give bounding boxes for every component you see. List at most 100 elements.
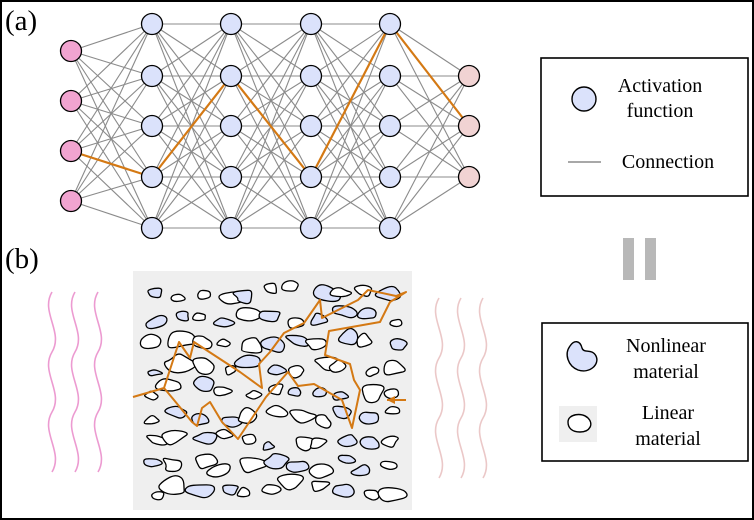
legend-a: Activation function Connection — [540, 57, 749, 197]
linear-inclusion — [239, 457, 269, 474]
linear-inclusion — [192, 312, 206, 322]
nonlinear-inclusion — [356, 307, 377, 320]
input-node — [59, 89, 83, 113]
input-node — [59, 189, 83, 213]
linear-inclusion — [311, 480, 331, 492]
connection-line — [70, 23, 153, 52]
linear-material-icon — [567, 413, 592, 433]
nonlinear-inclusion — [285, 460, 310, 473]
hidden-node — [299, 165, 323, 189]
linear-inclusion — [379, 460, 398, 471]
connection-line — [151, 23, 232, 178]
nonlinear-inclusion — [175, 310, 190, 322]
output-waves — [434, 297, 488, 479]
nonlinear-inclusion — [350, 464, 371, 477]
linear-inclusion — [281, 280, 299, 292]
hidden-node — [378, 12, 402, 36]
connection-line — [230, 23, 312, 178]
connection-line — [389, 75, 470, 127]
neural-network-diagram — [59, 12, 481, 240]
linear-inclusion — [158, 475, 185, 495]
hidden-node — [219, 216, 243, 240]
nonlinear-inclusion — [232, 289, 253, 305]
connection-line — [389, 23, 470, 77]
nonlinear-inclusion — [389, 338, 408, 351]
legend-connection: Connection — [622, 151, 714, 173]
connection-line — [70, 50, 153, 77]
hidden-node — [219, 12, 243, 36]
nonlinear-inclusion — [212, 317, 236, 328]
hidden-node — [140, 114, 164, 138]
nonlinear-inclusion — [262, 441, 276, 451]
hidden-node — [140, 12, 164, 36]
linear-inclusion — [356, 332, 373, 348]
linear-inclusion — [206, 463, 231, 478]
connection-line — [70, 23, 153, 102]
connection-line — [310, 23, 391, 229]
connection-line — [389, 75, 470, 178]
linear-inclusion — [241, 337, 263, 354]
linear-inclusion — [383, 359, 406, 376]
connection-line — [310, 23, 391, 127]
nonlinear-inclusion — [337, 434, 358, 448]
nonlinear-inclusion — [331, 483, 355, 498]
activation-function-icon — [571, 86, 597, 112]
hidden-node — [299, 216, 323, 240]
legend-linear-line1: Linear — [642, 402, 695, 424]
nonlinear-inclusion — [192, 375, 215, 393]
linear-inclusion — [276, 473, 305, 491]
linear-inclusion — [389, 318, 403, 328]
linear-inclusion — [197, 289, 212, 300]
panel-b-label: (b) — [5, 243, 39, 275]
linear-inclusion — [216, 338, 231, 348]
linear-inclusion — [143, 414, 160, 425]
linear-inclusion — [363, 489, 380, 501]
connection-line — [310, 23, 391, 77]
hidden-node — [140, 165, 164, 189]
highlighted-path — [70, 21, 470, 180]
nonlinear-inclusion — [184, 484, 216, 499]
connection-line — [70, 23, 153, 202]
nonlinear-inclusion — [337, 327, 359, 346]
linear-inclusion — [236, 486, 251, 498]
connection-line — [310, 176, 391, 229]
scattering-path — [132, 289, 407, 440]
linear-inclusion — [167, 330, 197, 349]
hidden-node — [140, 216, 164, 240]
nonlinear-inclusion — [145, 314, 168, 330]
linear-inclusion — [213, 386, 233, 397]
input-node — [59, 39, 83, 63]
linear-inclusion — [384, 405, 401, 415]
connection-line — [389, 176, 470, 229]
nonlinear-inclusion — [285, 334, 310, 347]
nonlinear-inclusion — [233, 354, 261, 369]
linear-inclusion — [195, 453, 219, 470]
hidden-node — [140, 64, 164, 88]
linear-inclusion — [261, 484, 282, 495]
linear-inclusion — [162, 457, 183, 473]
linear-inclusion — [377, 487, 408, 503]
connection-line — [70, 176, 153, 202]
linear-inclusion — [263, 282, 277, 295]
linear-inclusion — [170, 293, 186, 303]
connection-line — [151, 75, 232, 229]
equivalence-bars-icon — [623, 238, 656, 280]
nonlinear-inclusion — [287, 387, 302, 397]
nonlinear-inclusion — [258, 310, 281, 323]
linear-inclusion — [314, 414, 332, 429]
nonlinear-inclusion — [263, 452, 290, 470]
nonlinear-inclusion — [359, 436, 380, 450]
nonlinear-inclusion — [147, 369, 164, 377]
legend-a-box — [540, 57, 749, 197]
hidden-node — [299, 114, 323, 138]
input-node — [59, 139, 83, 163]
nonlinear-inclusion — [143, 458, 163, 468]
linear-inclusion — [295, 436, 315, 452]
linear-inclusion — [161, 429, 188, 446]
hidden-node — [378, 114, 402, 138]
input-waves — [47, 291, 103, 473]
connection-line — [230, 23, 312, 127]
hidden-node — [219, 165, 243, 189]
hidden-node — [219, 114, 243, 138]
